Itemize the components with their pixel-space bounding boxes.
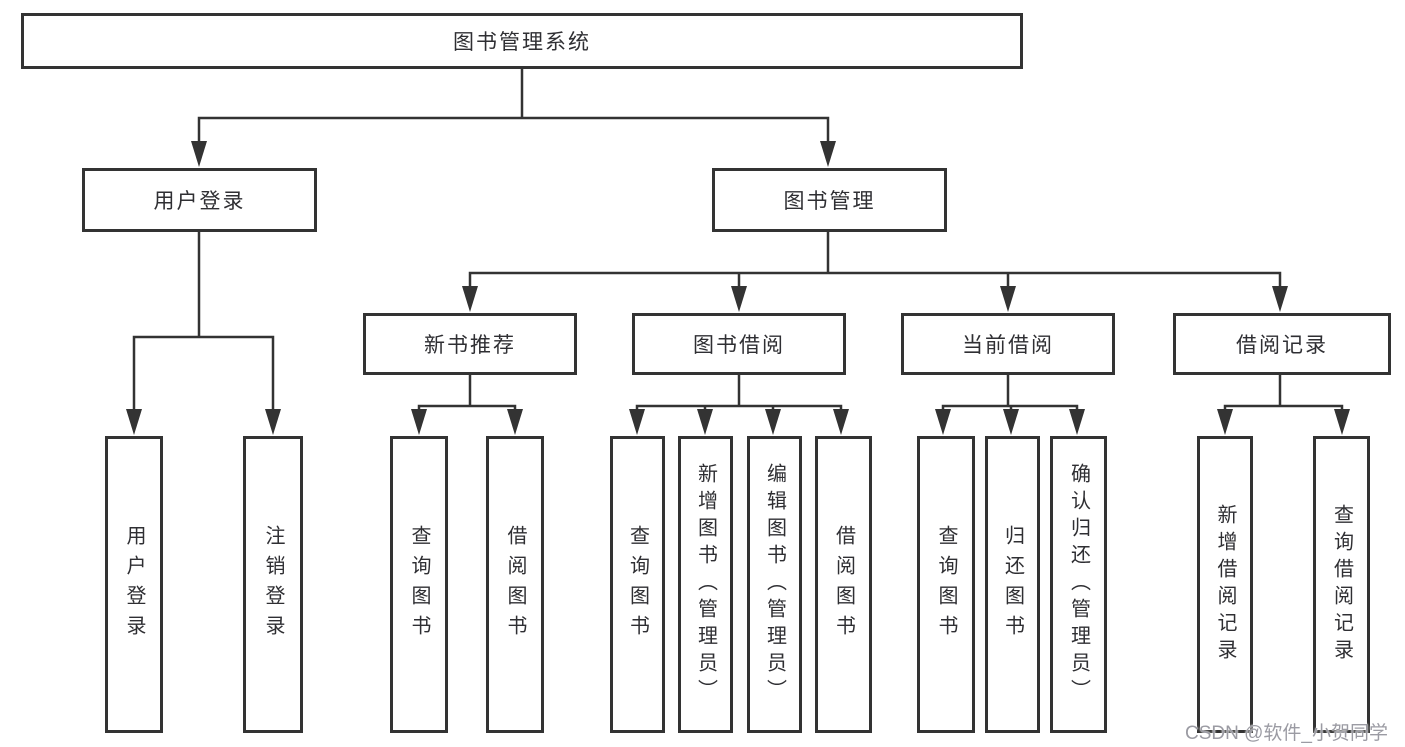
node-user-login: 用户登录 (82, 168, 317, 232)
leaf-br-add-borrow-record: 新增借阅记录 (1197, 436, 1253, 733)
leaf-bb-query-books-label: 查询图书 (626, 524, 649, 645)
node-book-borrow-label: 图书借阅 (693, 334, 785, 357)
leaf-nbr-borrow-books: 借阅图书 (486, 436, 544, 733)
leaf-cb-confirm-return-admin: 确认归还（管理员） (1050, 436, 1107, 733)
leaf-user-login-action-label: 用户登录 (123, 524, 145, 645)
node-book-management: 图书管理 (712, 168, 947, 232)
node-book-borrow: 图书借阅 (632, 313, 846, 375)
leaf-user-login-action: 用户登录 (105, 436, 163, 733)
csdn-watermark: CSDN @软件_小贺同学 (1185, 723, 1388, 744)
leaf-cb-return-books: 归还图书 (985, 436, 1040, 733)
leaf-nbr-borrow-books-label: 借阅图书 (504, 524, 526, 645)
node-new-book-recommend-label: 新书推荐 (424, 334, 516, 357)
leaf-br-add-borrow-record-label: 新增借阅记录 (1214, 503, 1236, 666)
leaf-bb-add-books-admin: 新增图书（管理员） (678, 436, 733, 733)
leaf-br-query-borrow-record: 查询借阅记录 (1313, 436, 1370, 733)
leaf-cb-query-books-label: 查询图书 (935, 524, 957, 645)
leaf-bb-edit-books-admin-label: 编辑图书（管理员） (763, 463, 786, 706)
node-root: 图书管理系统 (21, 13, 1023, 69)
node-new-book-recommend: 新书推荐 (363, 313, 577, 375)
leaf-nbr-query-books-label: 查询图书 (408, 524, 430, 645)
leaf-bb-borrow-books: 借阅图书 (815, 436, 872, 733)
node-user-login-label: 用户登录 (153, 190, 246, 213)
leaf-logout-action-label: 注销登录 (262, 524, 284, 645)
node-borrow-records: 借阅记录 (1173, 313, 1391, 375)
leaf-cb-return-books-label: 归还图书 (1001, 524, 1024, 645)
leaf-br-query-borrow-record-label: 查询借阅记录 (1330, 503, 1353, 666)
leaf-bb-query-books: 查询图书 (610, 436, 665, 733)
node-book-management-label: 图书管理 (783, 190, 876, 213)
leaf-bb-borrow-books-label: 借阅图书 (832, 524, 855, 645)
node-current-borrow: 当前借阅 (901, 313, 1115, 375)
leaf-cb-query-books: 查询图书 (917, 436, 975, 733)
leaf-logout-action: 注销登录 (243, 436, 303, 733)
node-root-label: 图书管理系统 (453, 31, 591, 54)
leaf-nbr-query-books: 查询图书 (390, 436, 448, 733)
node-borrow-records-label: 借阅记录 (1236, 334, 1328, 357)
leaf-bb-add-books-admin-label: 新增图书（管理员） (694, 463, 717, 706)
node-current-borrow-label: 当前借阅 (962, 334, 1054, 357)
leaf-cb-confirm-return-admin-label: 确认归还（管理员） (1067, 463, 1090, 706)
leaf-bb-edit-books-admin: 编辑图书（管理员） (747, 436, 802, 733)
